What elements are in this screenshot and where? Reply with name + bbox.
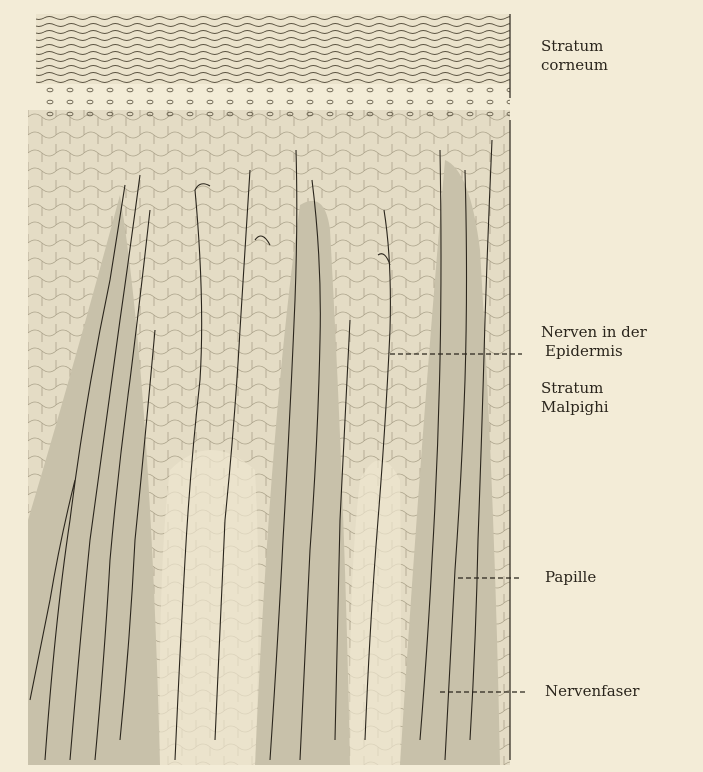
label-papille: Papille	[545, 568, 596, 587]
label-stratum-corneum: Stratum corneum	[541, 37, 608, 75]
label-nervenfaser: Nervenfaser	[545, 682, 639, 701]
label-stratum-malpighi: Stratum Malpighi	[541, 379, 609, 417]
label-nerven-in-der-epidermis: Nerven in der Epidermis	[541, 323, 647, 361]
